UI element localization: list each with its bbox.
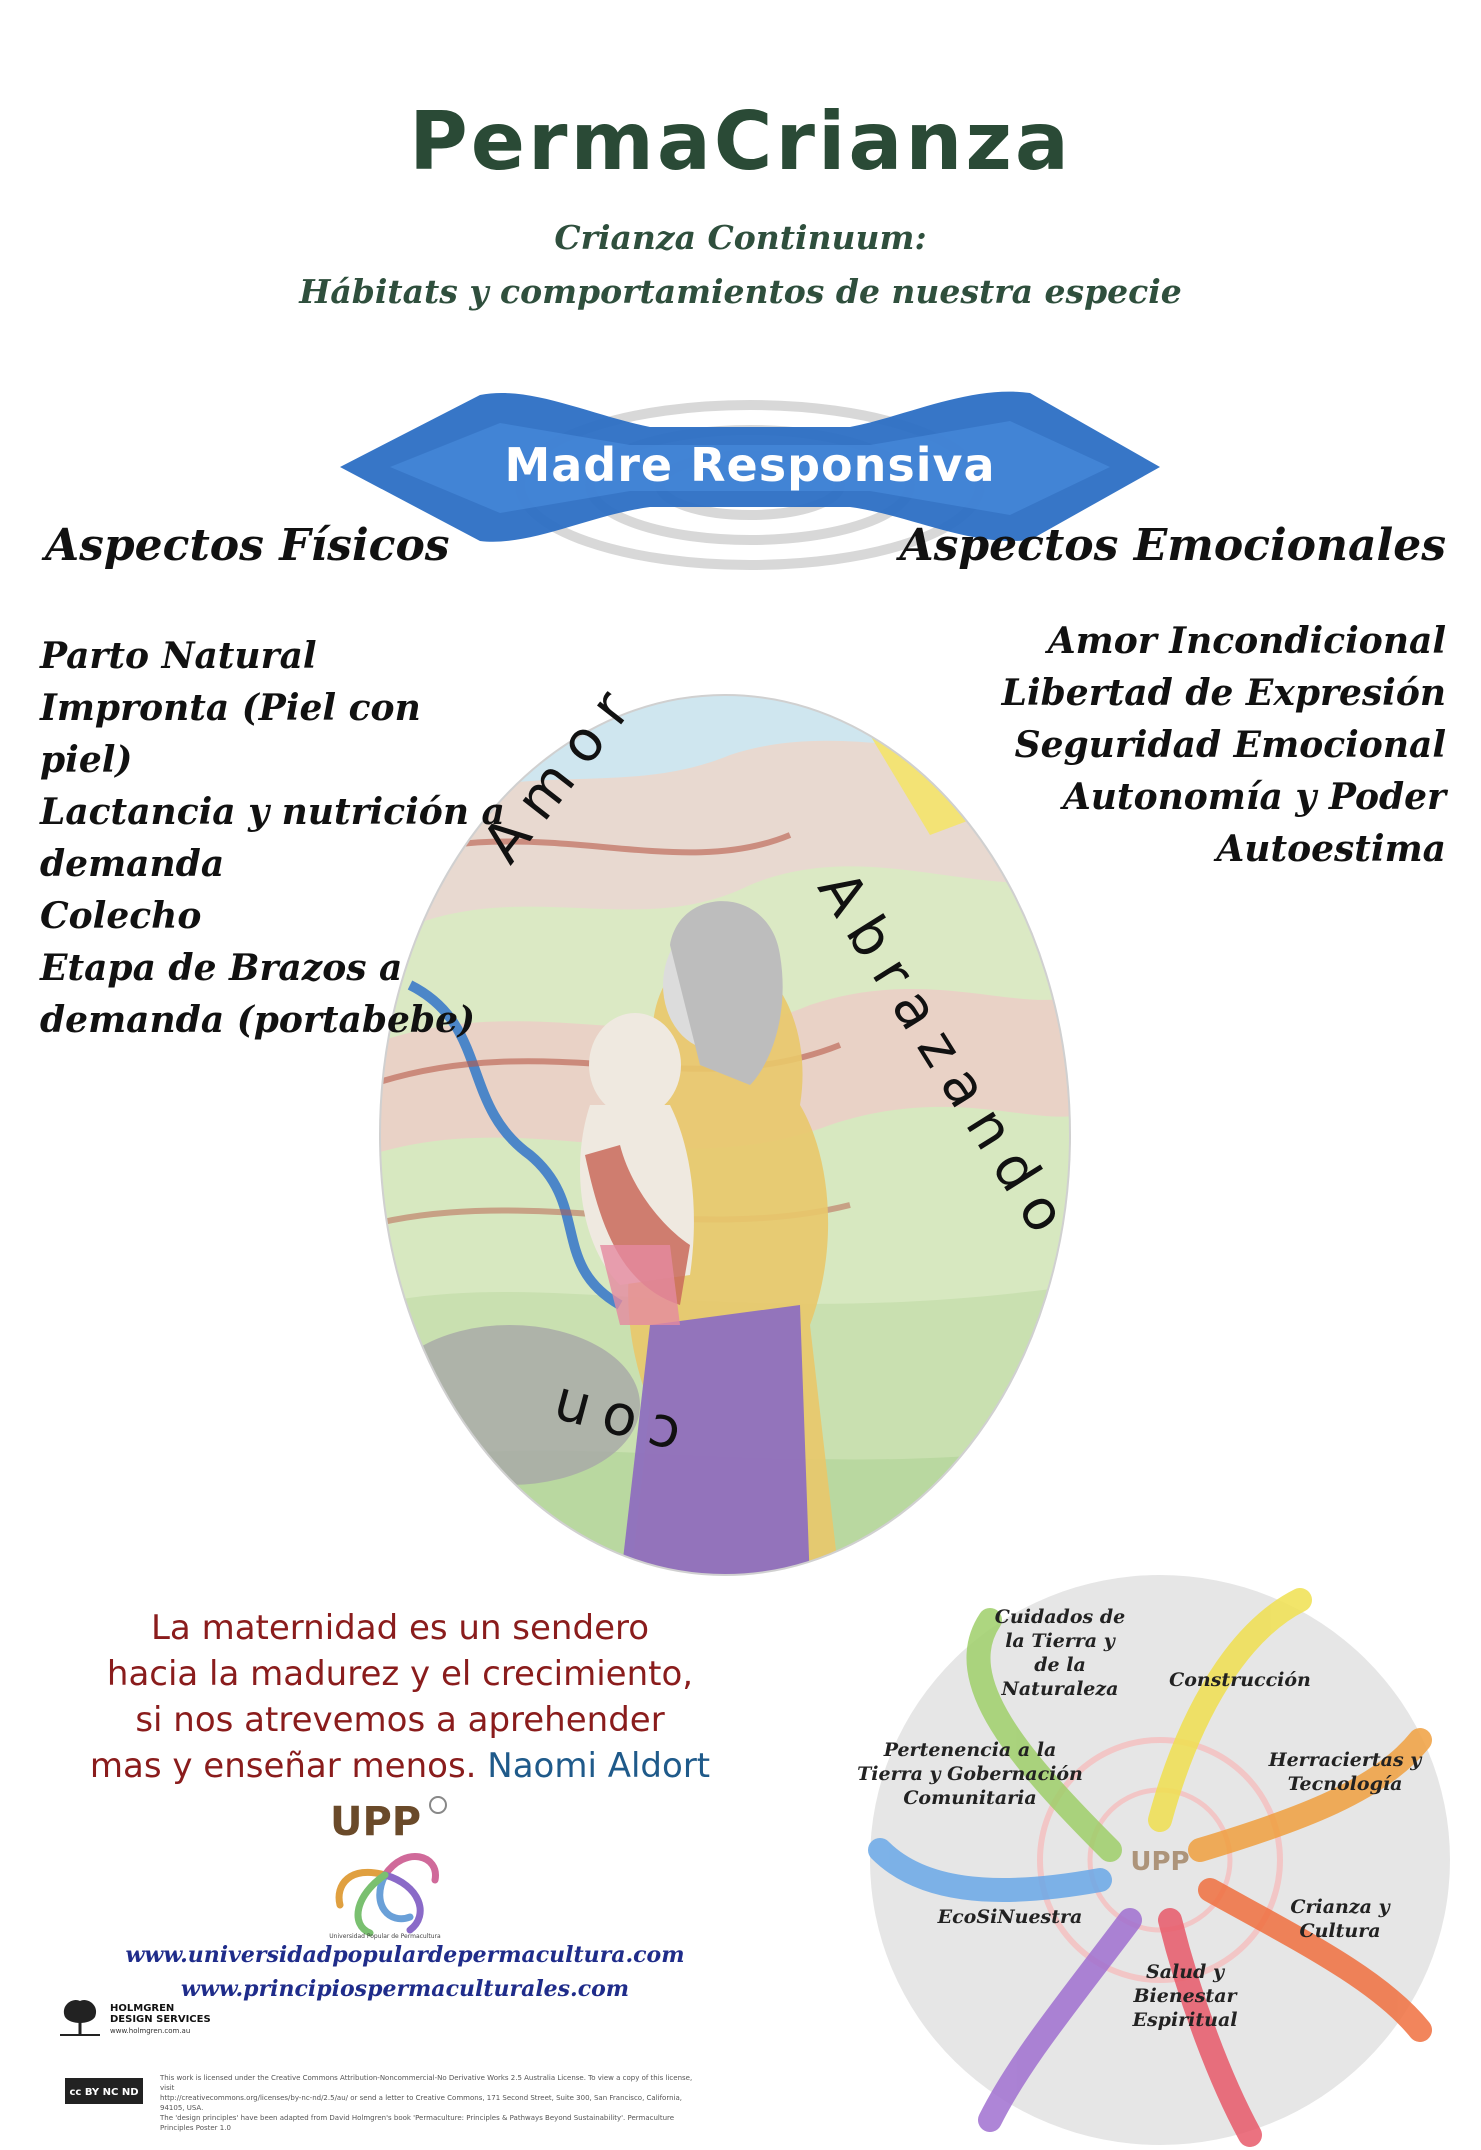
emotional-item: Seguridad Emocional	[1014, 724, 1446, 766]
mother-baby-illustration	[379, 694, 1071, 1576]
website-link-1[interactable]: www.universidadpopulardepermacultura.com	[125, 1942, 685, 1968]
emotional-item: Autoestima	[1216, 828, 1446, 870]
quote-block: La maternidad es un sendero hacia la mad…	[20, 1605, 780, 1789]
poster-title: PermaCrianza	[409, 95, 1072, 188]
petal-label-cuidados: Cuidados de la Tierra y de la Naturaleza	[970, 1605, 1150, 1701]
permaculture-flower-diagram: UPP Cuidados de la Tierra y de la Natura…	[820, 1560, 1470, 2150]
quote-line-2: hacia la madurez y el crecimiento,	[106, 1654, 694, 1694]
cc-badge-text: cc BY NC ND	[70, 2087, 139, 2098]
petal-text: de la	[1034, 1654, 1086, 1676]
holmgren-name: HOLMGREN DESIGN SERVICES	[110, 2003, 211, 2025]
physical-aspects-list: Parto Natural Impronta (Piel con piel) L…	[40, 630, 510, 1046]
creative-commons-badge: cc BY NC ND	[65, 2078, 143, 2104]
petal-text: Cuidados de	[994, 1606, 1126, 1628]
petal-text: Construcción	[1169, 1669, 1311, 1691]
upp-logo: UPP Universidad Popular de Permacultura	[329, 1796, 447, 1940]
physical-item: Colecho	[40, 895, 202, 937]
petal-text: Herraciertas y	[1268, 1749, 1422, 1771]
quote-line-3: si nos atrevemos a aprehender	[135, 1700, 665, 1740]
petal-text: Crianza y	[1290, 1896, 1390, 1918]
petal-text: Comunitaria	[903, 1787, 1037, 1809]
petal-label-construccion: Construcción	[1155, 1668, 1325, 1692]
petal-text: Espiritual	[1132, 2009, 1238, 2031]
emotional-aspects-heading: Aspectos Emocionales	[899, 520, 1447, 571]
license-line-2: http://creativecommons.org/licenses/by-n…	[160, 2094, 682, 2112]
petal-text: Bienestar	[1133, 1985, 1237, 2007]
petal-text: la Tierra y	[1005, 1630, 1115, 1652]
physical-item: Etapa de Brazos a demanda (portabebe)	[40, 947, 476, 1041]
physical-aspects-heading: Aspectos Físicos	[45, 520, 450, 571]
upp-logo-caption: Universidad Popular de Permacultura	[329, 1933, 441, 1940]
physical-item: Parto Natural	[40, 635, 317, 677]
emotional-aspects-list: Amor Incondicional Libertad de Expresión…	[986, 615, 1446, 875]
physical-item: Lactancia y nutrición a demanda	[40, 791, 505, 885]
flower-center-logo: UPP	[1130, 1847, 1189, 1877]
holmgren-tree-icon	[60, 1999, 100, 2036]
petal-text: Tierra y Gobernación	[857, 1763, 1083, 1785]
petal-label-herramientas: Herraciertas y Tecnología	[1245, 1748, 1445, 1796]
website-link-2[interactable]: www.principiospermaculturales.com	[180, 1976, 630, 2002]
petal-text: Pertenencia a la	[883, 1739, 1057, 1761]
petal-text: Salud y	[1145, 1961, 1224, 1983]
petal-text: Tecnología	[1287, 1773, 1403, 1795]
license-line-1: This work is licensed under the Creative…	[160, 2074, 693, 2092]
banner-brush-shape	[340, 391, 1160, 570]
subtitle-line-1: Crianza Continuum:	[554, 218, 927, 257]
emotional-item: Libertad de Expresión	[1001, 672, 1446, 714]
petal-label-economia: EcoSiNuestra	[920, 1905, 1100, 1929]
quote-line-1: La maternidad es un sendero	[150, 1608, 650, 1648]
license-text: This work is licensed under the Creative…	[160, 2073, 700, 2133]
physical-item: Impronta (Piel con piel)	[40, 687, 421, 781]
petal-label-salud: Salud y Bienestar Espiritual	[1100, 1960, 1270, 2032]
flower-petals-graphic: UPP	[868, 1575, 1450, 2147]
license-line-3: The 'design principles' have been adapte…	[160, 2114, 675, 2132]
petal-text: EcoSiNuestra	[937, 1906, 1083, 1928]
petal-text: Naturaleza	[1001, 1678, 1119, 1700]
holmgren-url[interactable]: www.holmgren.com.au	[110, 2027, 191, 2035]
petal-label-crianza: Crianza y Cultura	[1255, 1895, 1425, 1943]
emotional-item: Autonomía y Poder	[1062, 776, 1446, 818]
quote-author: Naomi Aldort	[487, 1746, 711, 1786]
emotional-item: Amor Incondicional	[1047, 620, 1446, 662]
upp-logo-text: UPP	[330, 1799, 421, 1845]
quote-line-4: mas y enseñar menos.	[89, 1746, 477, 1786]
banner-title: Madre Responsiva	[504, 438, 996, 492]
petal-label-pertenencia: Pertenencia a la Tierra y Gobernación Co…	[850, 1738, 1090, 1810]
subtitle-line-2: Hábitats y comportamientos de nuestra es…	[299, 272, 1182, 311]
petal-text: Cultura	[1299, 1920, 1381, 1942]
